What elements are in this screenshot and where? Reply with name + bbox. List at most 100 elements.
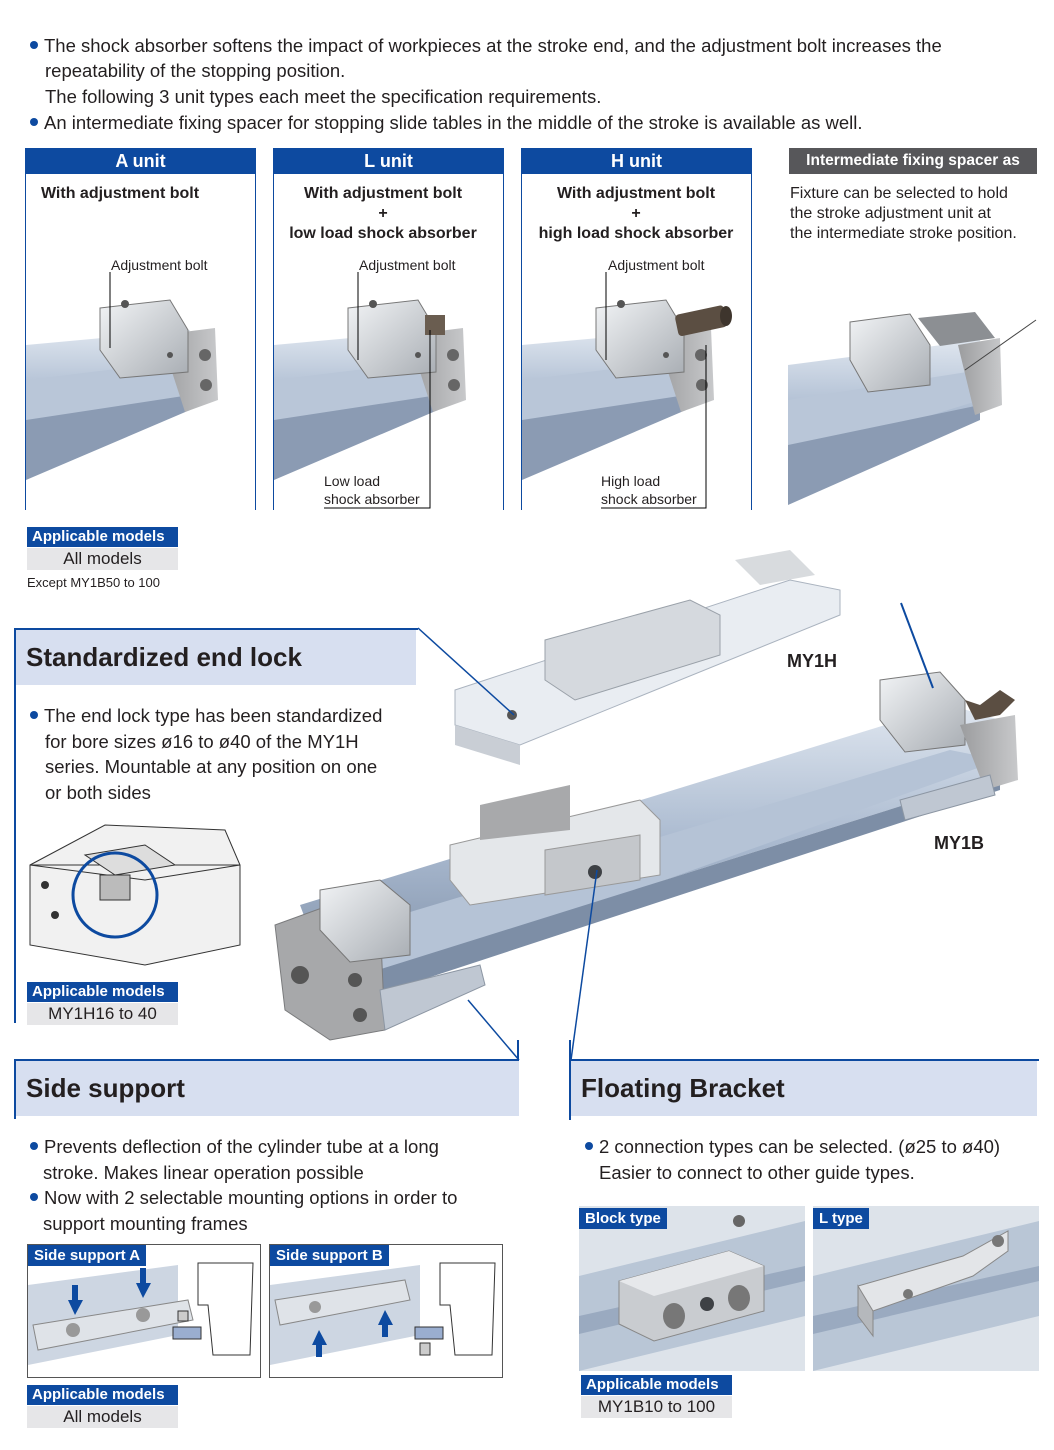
applicable-value-top: All models [27,548,178,570]
floating-title: Floating Bracket [571,1061,1037,1116]
block-type-image [579,1206,805,1371]
end-lock-line-4: or both sides [45,781,151,803]
h-unit-header: H unit [521,148,752,174]
side-support-a-label: Side support A [28,1245,147,1266]
block-type-label: Block type [579,1208,667,1229]
a-unit-image [26,272,218,480]
side-support-bullet-2: Now with 2 selectable mounting options i… [30,1185,520,1211]
l-unit-header: L unit [273,148,504,174]
h-desc-2: + [631,205,641,222]
side-support-b-panel: Side support B [269,1244,503,1378]
end-lock-title: Standardized end lock [16,630,416,685]
bullet-dot [585,1142,593,1151]
side-support-b2-l2: support mounting frames [43,1212,248,1234]
side-support-b2-l1: Now with 2 selectable mounting options i… [44,1187,458,1208]
intro-bullet-1-line1: The shock absorber softens the impact of… [44,35,942,56]
side-support-a-panel: Side support A [27,1244,261,1378]
floating-applicable-value: MY1B10 to 100 [581,1396,732,1418]
spacer-header: Intermediate fixing spacer as standard [789,148,1037,195]
l-shock-callout-2: shock absorber [324,491,420,507]
end-lock-applicable-label: Applicable models [27,982,178,1002]
side-support-left-rule [14,1059,16,1119]
intro-bullet-1: The shock absorber softens the impact of… [30,33,1040,58]
end-lock-text: The end lock type has been standardized … [30,703,415,805]
side-support-applicable-label: Applicable models [27,1385,178,1405]
my1h-image [454,550,841,765]
bullet-dot [30,41,38,50]
block-type-panel: Block type [579,1206,805,1371]
bullet-dot [30,118,38,127]
bullet-dot [30,711,38,720]
a-unit-box [25,174,256,510]
l-shock-callout: Low load shock absorber [324,472,420,508]
side-support-title: Side support [16,1061,519,1116]
side-support-b1-l2: stroke. Makes linear operation possible [43,1161,364,1183]
end-lock-image [29,824,241,966]
a-unit-header: A unit [25,148,256,174]
floating-text-1: 2 connection types can be selected. (ø25… [585,1134,1035,1160]
my1h-label: MY1H [787,651,838,671]
end-lock-line-3: series. Mountable at any position on one [45,756,378,777]
l-adjustment-bolt-callout: Adjustment bolt [359,257,456,273]
spacer-desc-2: the stroke adjustment unit at [790,205,991,222]
intro-bullet-2: An intermediate fixing spacer for stoppi… [30,110,1040,135]
l-shock-callout-1: Low load [324,473,381,489]
l-desc-3: low load shock absorber [289,225,477,242]
intro-bullet-1-line2: repeatability of the stopping position. [45,60,346,81]
end-lock-applicable-value: MY1H16 to 40 [27,1003,178,1025]
my1b-image [274,671,1018,1041]
l-type-panel: L type [813,1206,1039,1371]
floating-left-rule [569,1040,571,1120]
l-desc-2: + [378,205,388,222]
side-support-b-label: Side support B [270,1245,389,1266]
side-support-b-image [270,1262,496,1365]
unit-illustrations [26,272,1037,509]
applicable-note-top: Except MY1B50 to 100 [27,575,160,590]
l-unit-desc: With adjustment bolt + low load shock ab… [273,184,493,244]
end-lock-line-1: The end lock type has been standardized [44,705,383,726]
side-support-b1-l1: Prevents deflection of the cylinder tube… [44,1136,439,1157]
side-support-top-rule [14,1059,519,1061]
h-shock-callout-1: High load [601,473,661,489]
h-unit-box [521,174,752,510]
l-unit-image [274,272,466,509]
a-desc-1: With adjustment bolt [40,185,200,202]
bullet-dot [30,1142,38,1151]
l-type-image [813,1206,1039,1371]
floating-line-1: 2 connection types can be selected. (ø25… [599,1136,1001,1157]
spacer-image [788,312,1037,505]
side-support-text: Prevents deflection of the cylinder tube… [30,1134,520,1236]
intro-bullet-2-text: An intermediate fixing spacer for stoppi… [44,112,863,133]
applicable-label-top: Applicable models [27,527,178,547]
side-support-a-image [28,1262,254,1365]
a-unit-desc: With adjustment bolt [25,184,215,204]
h-unit-desc: With adjustment bolt + high load shock a… [521,184,751,244]
h-unit-image [522,272,732,509]
side-support-pointer-rule [517,1040,519,1060]
my1b-label: MY1B [934,833,985,853]
h-shock-callout: High load shock absorber [601,472,697,508]
l-desc-1: With adjustment bolt [303,185,463,202]
l-unit-box [273,174,504,510]
h-shock-callout-2: shock absorber [601,491,697,507]
end-lock-top-rule [14,628,418,630]
intro-bullet-1-line3: The following 3 unit types each meet the… [45,86,602,107]
spacer-desc-3: the intermediate stroke position. [790,225,1017,242]
a-adjustment-bolt-callout: Adjustment bolt [111,257,208,273]
floating-text: 2 connection types can be selected. (ø25… [585,1134,1035,1185]
h-desc-3: high load shock absorber [538,225,734,242]
side-support-applicable-value: All models [27,1406,178,1428]
end-lock-left-rule [14,628,16,1023]
end-lock-line-2: for bore sizes ø16 to ø40 of the MY1H [45,730,359,752]
h-adjustment-bolt-callout: Adjustment bolt [608,257,705,273]
l-type-label: L type [813,1208,869,1229]
floating-line-2: Easier to connect to other guide types. [599,1161,915,1183]
floating-applicable-label: Applicable models [581,1375,732,1395]
floating-top-rule [569,1059,1039,1061]
spacer-desc: Fixture can be selected to hold the stro… [790,184,1038,244]
side-support-bullet-1: Prevents deflection of the cylinder tube… [30,1134,520,1160]
h-desc-1: With adjustment bolt [556,185,716,202]
spacer-desc-1: Fixture can be selected to hold [790,185,1008,202]
bullet-dot [30,1193,38,1202]
